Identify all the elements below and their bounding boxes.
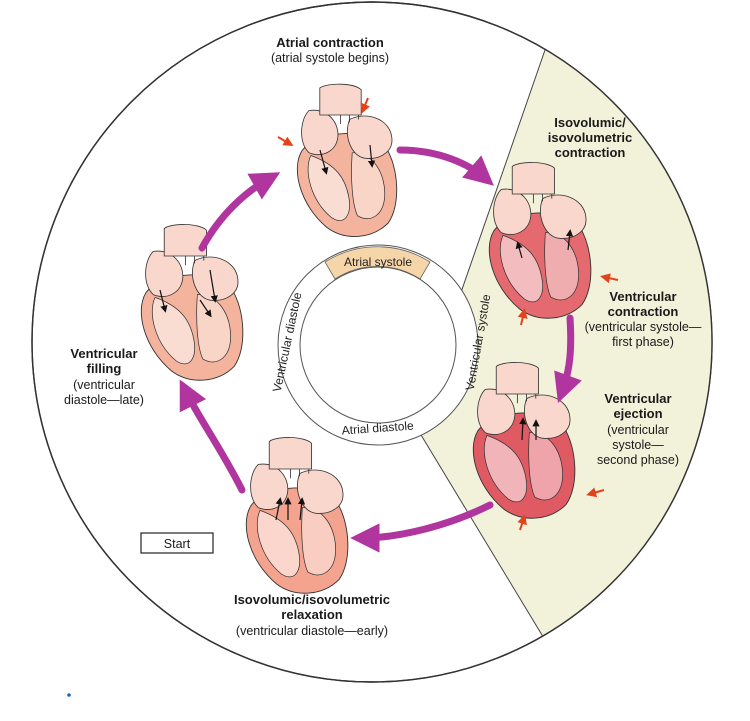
- label-isovolumic-relaxation-sub: (ventricular diastole—early): [236, 624, 388, 638]
- start-box: Start: [140, 532, 214, 554]
- label-ventricular-filling-2: filling: [87, 361, 122, 376]
- label-ventricular-ejection-sub-3: second phase): [597, 453, 679, 467]
- cycle-arrows: [179, 146, 582, 553]
- arrow-filling-to-atrial: [198, 172, 281, 252]
- label-isovolumic-relaxation-2: relaxation: [281, 607, 342, 622]
- phase-ring: [277, 244, 479, 446]
- label-isovolumic-contraction-2: isovolumetric: [548, 130, 633, 145]
- label-ventricular-filling-sub-1: (ventricular: [73, 378, 135, 392]
- label-atrial-contraction-sub: (atrial systole begins): [271, 51, 389, 65]
- arrow-atrial-to-isovolumic: [396, 146, 494, 186]
- label-atrial-contraction-title: Atrial contraction: [276, 35, 384, 50]
- label-ventricular-ejection-1: Ventricular: [604, 391, 671, 406]
- pressure-indicators: [277, 97, 619, 531]
- label-ventricular-contraction-2: contraction: [608, 304, 679, 319]
- label-ventricular-filling-1: Ventricular: [70, 346, 137, 361]
- label-isovolumic-contraction-3: contraction: [555, 145, 626, 160]
- label-ventricular-contraction-sub-1: (ventricular systole—: [585, 320, 702, 334]
- ring-label-atrial-systole: Atrial systole: [344, 255, 412, 269]
- stray-dot: [67, 693, 71, 697]
- label-ventricular-ejection-sub-1: (ventricular: [607, 423, 669, 437]
- label-isovolumic-relaxation-1: Isovolumic/isovolumetric: [234, 592, 390, 607]
- start-label: Start: [164, 537, 191, 551]
- flow-arrows: [159, 144, 574, 521]
- label-ventricular-ejection-sub-2: systole—: [612, 438, 664, 452]
- arrow-relaxation-to-filling: [179, 379, 246, 494]
- label-isovolumic-contraction-1: Isovolumic/: [554, 115, 626, 130]
- label-ventricular-ejection-2: ejection: [613, 406, 662, 421]
- label-ventricular-contraction-1: Ventricular: [609, 289, 676, 304]
- ring-label-atrial-diastole: Atrial diastole: [341, 418, 414, 437]
- arrow-contraction-to-ejection: [554, 314, 582, 404]
- label-ventricular-filling-sub-2: diastole—late): [64, 393, 144, 407]
- label-ventricular-contraction-sub-2: first phase): [612, 335, 674, 349]
- arrow-ejection-to-relaxation: [350, 501, 494, 553]
- panel-divider-bottom: [414, 424, 546, 641]
